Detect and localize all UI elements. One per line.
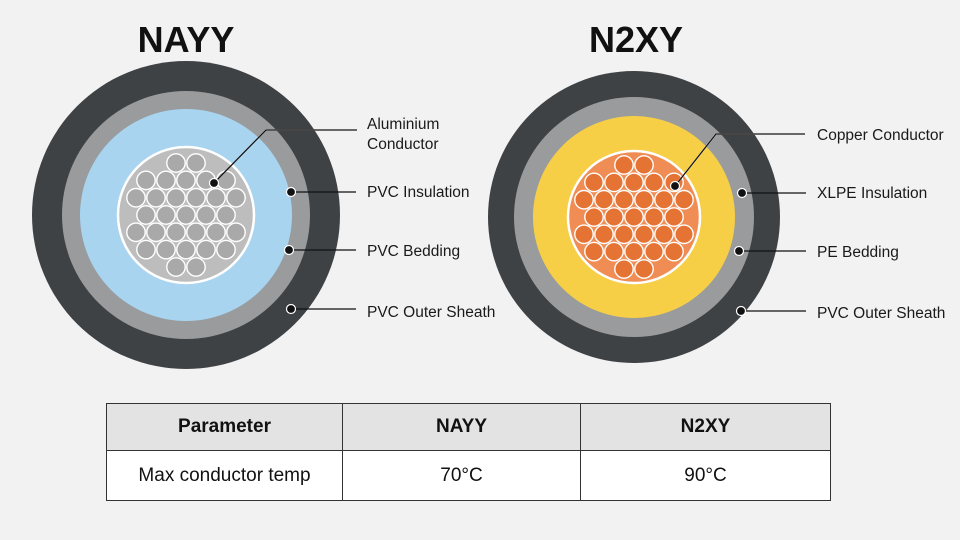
- conductor-strand: [634, 259, 654, 279]
- conductor-strand: [186, 257, 206, 277]
- conductor-strand: [654, 189, 674, 210]
- n2xy-sheath-dot: [735, 305, 747, 317]
- conductor-strand: [216, 205, 236, 225]
- nayy-conductor-dot: [208, 177, 220, 189]
- n2xy-conductor-dot: [669, 180, 681, 192]
- conductor-strand: [126, 187, 146, 208]
- conductor-strand: [614, 189, 634, 210]
- header-nayy: NAYY: [342, 403, 581, 451]
- nayy-insulation-dot: [285, 186, 297, 198]
- conductor-strand: [186, 222, 206, 243]
- conductor-strand: [226, 187, 246, 208]
- n2xy-label-insulation: XLPE Insulation: [817, 185, 927, 202]
- conductor-strand: [176, 170, 196, 191]
- conductor-strand: [574, 189, 594, 210]
- nayy-label-bedding: PVC Bedding: [367, 243, 460, 260]
- conductor-strand: [136, 239, 156, 260]
- conductor-strand: [634, 189, 654, 210]
- n2xy-label-conductor: Copper Conductor: [817, 127, 944, 144]
- conductor-strand: [584, 207, 604, 227]
- conductor-strand: [166, 222, 186, 243]
- nayy-label-sheath: PVC Outer Sheath: [367, 304, 495, 321]
- conductor-strand: [674, 189, 694, 210]
- conductor-strand: [126, 222, 146, 243]
- conductor-strand: [166, 187, 186, 208]
- nayy-label-conductor: Conductor: [367, 136, 439, 153]
- nayy-label-aluminium: Aluminium: [367, 116, 439, 133]
- cable-diagram: NAYY Aluminium Conductor PVC Insulation …: [32, 19, 945, 369]
- conductor-strand: [156, 239, 176, 260]
- cell-n2xy-value: 90°C: [580, 450, 831, 501]
- conductor-strand: [634, 155, 654, 175]
- header-n2xy: N2XY: [580, 403, 831, 451]
- conductor-strand: [196, 239, 216, 260]
- n2xy-insulation-dot: [736, 187, 748, 199]
- conductor-strand: [146, 222, 166, 243]
- nayy-label-insulation: PVC Insulation: [367, 184, 470, 201]
- table-row: Max conductor temp 70°C 90°C: [106, 450, 831, 501]
- conductor-strand: [614, 224, 634, 245]
- conductor-strand: [136, 170, 156, 191]
- n2xy-label-sheath: PVC Outer Sheath: [817, 305, 945, 322]
- conductor-strand: [604, 241, 624, 262]
- n2xy-conductor-leader: [674, 133, 805, 187]
- conductor-strand: [186, 153, 206, 173]
- nayy-cable: NAYY Aluminium Conductor PVC Insulation …: [32, 19, 495, 369]
- conductor-strand: [156, 170, 176, 191]
- conductor-strand: [196, 205, 216, 225]
- conductor-strand: [594, 224, 614, 245]
- conductor-strand: [664, 241, 684, 262]
- conductor-strand: [594, 189, 614, 210]
- n2xy-conductor-strands: [574, 155, 694, 279]
- conductor-strand: [584, 172, 604, 193]
- conductor-strand: [624, 207, 644, 227]
- n2xy-label-bedding: PE Bedding: [817, 244, 899, 261]
- nayy-sheath-dot: [285, 303, 297, 315]
- conductor-strand: [216, 239, 236, 260]
- conductor-strand: [206, 187, 226, 208]
- conductor-strand: [614, 259, 634, 279]
- conductor-strand: [186, 187, 206, 208]
- nayy-conductor-strands: [126, 153, 246, 277]
- conductor-strand: [624, 172, 644, 193]
- conductor-strand: [206, 222, 226, 243]
- conductor-strand: [604, 207, 624, 227]
- conductor-strand: [156, 205, 176, 225]
- parameter-table: Parameter NAYY N2XY Max conductor temp 7…: [106, 403, 831, 501]
- conductor-strand: [584, 241, 604, 262]
- conductor-strand: [146, 187, 166, 208]
- conductor-strand: [644, 172, 664, 193]
- conductor-strand: [664, 207, 684, 227]
- conductor-strand: [166, 153, 186, 173]
- n2xy-bedding-dot: [733, 245, 745, 257]
- conductor-strand: [216, 170, 236, 191]
- conductor-strand: [176, 205, 196, 225]
- header-parameter: Parameter: [106, 403, 343, 451]
- nayy-bedding-dot: [283, 244, 295, 256]
- conductor-strand: [176, 239, 196, 260]
- conductor-strand: [604, 172, 624, 193]
- conductor-strand: [644, 207, 664, 227]
- n2xy-title: N2XY: [589, 19, 683, 60]
- conductor-strand: [166, 257, 186, 277]
- cell-parameter-name: Max conductor temp: [106, 450, 343, 501]
- cell-nayy-value: 70°C: [342, 450, 581, 501]
- conductor-strand: [614, 155, 634, 175]
- n2xy-cable: N2XY Copper Conductor XLPE Insulation PE…: [488, 19, 945, 363]
- conductor-strand: [624, 241, 644, 262]
- conductor-strand: [644, 241, 664, 262]
- conductor-strand: [226, 222, 246, 243]
- table-header-row: Parameter NAYY N2XY: [106, 403, 831, 451]
- nayy-title: NAYY: [138, 19, 235, 60]
- conductor-strand: [634, 224, 654, 245]
- conductor-strand: [574, 224, 594, 245]
- conductor-strand: [136, 205, 156, 225]
- nayy-conductor-leader: [213, 129, 357, 184]
- conductor-strand: [654, 224, 674, 245]
- conductor-strand: [674, 224, 694, 245]
